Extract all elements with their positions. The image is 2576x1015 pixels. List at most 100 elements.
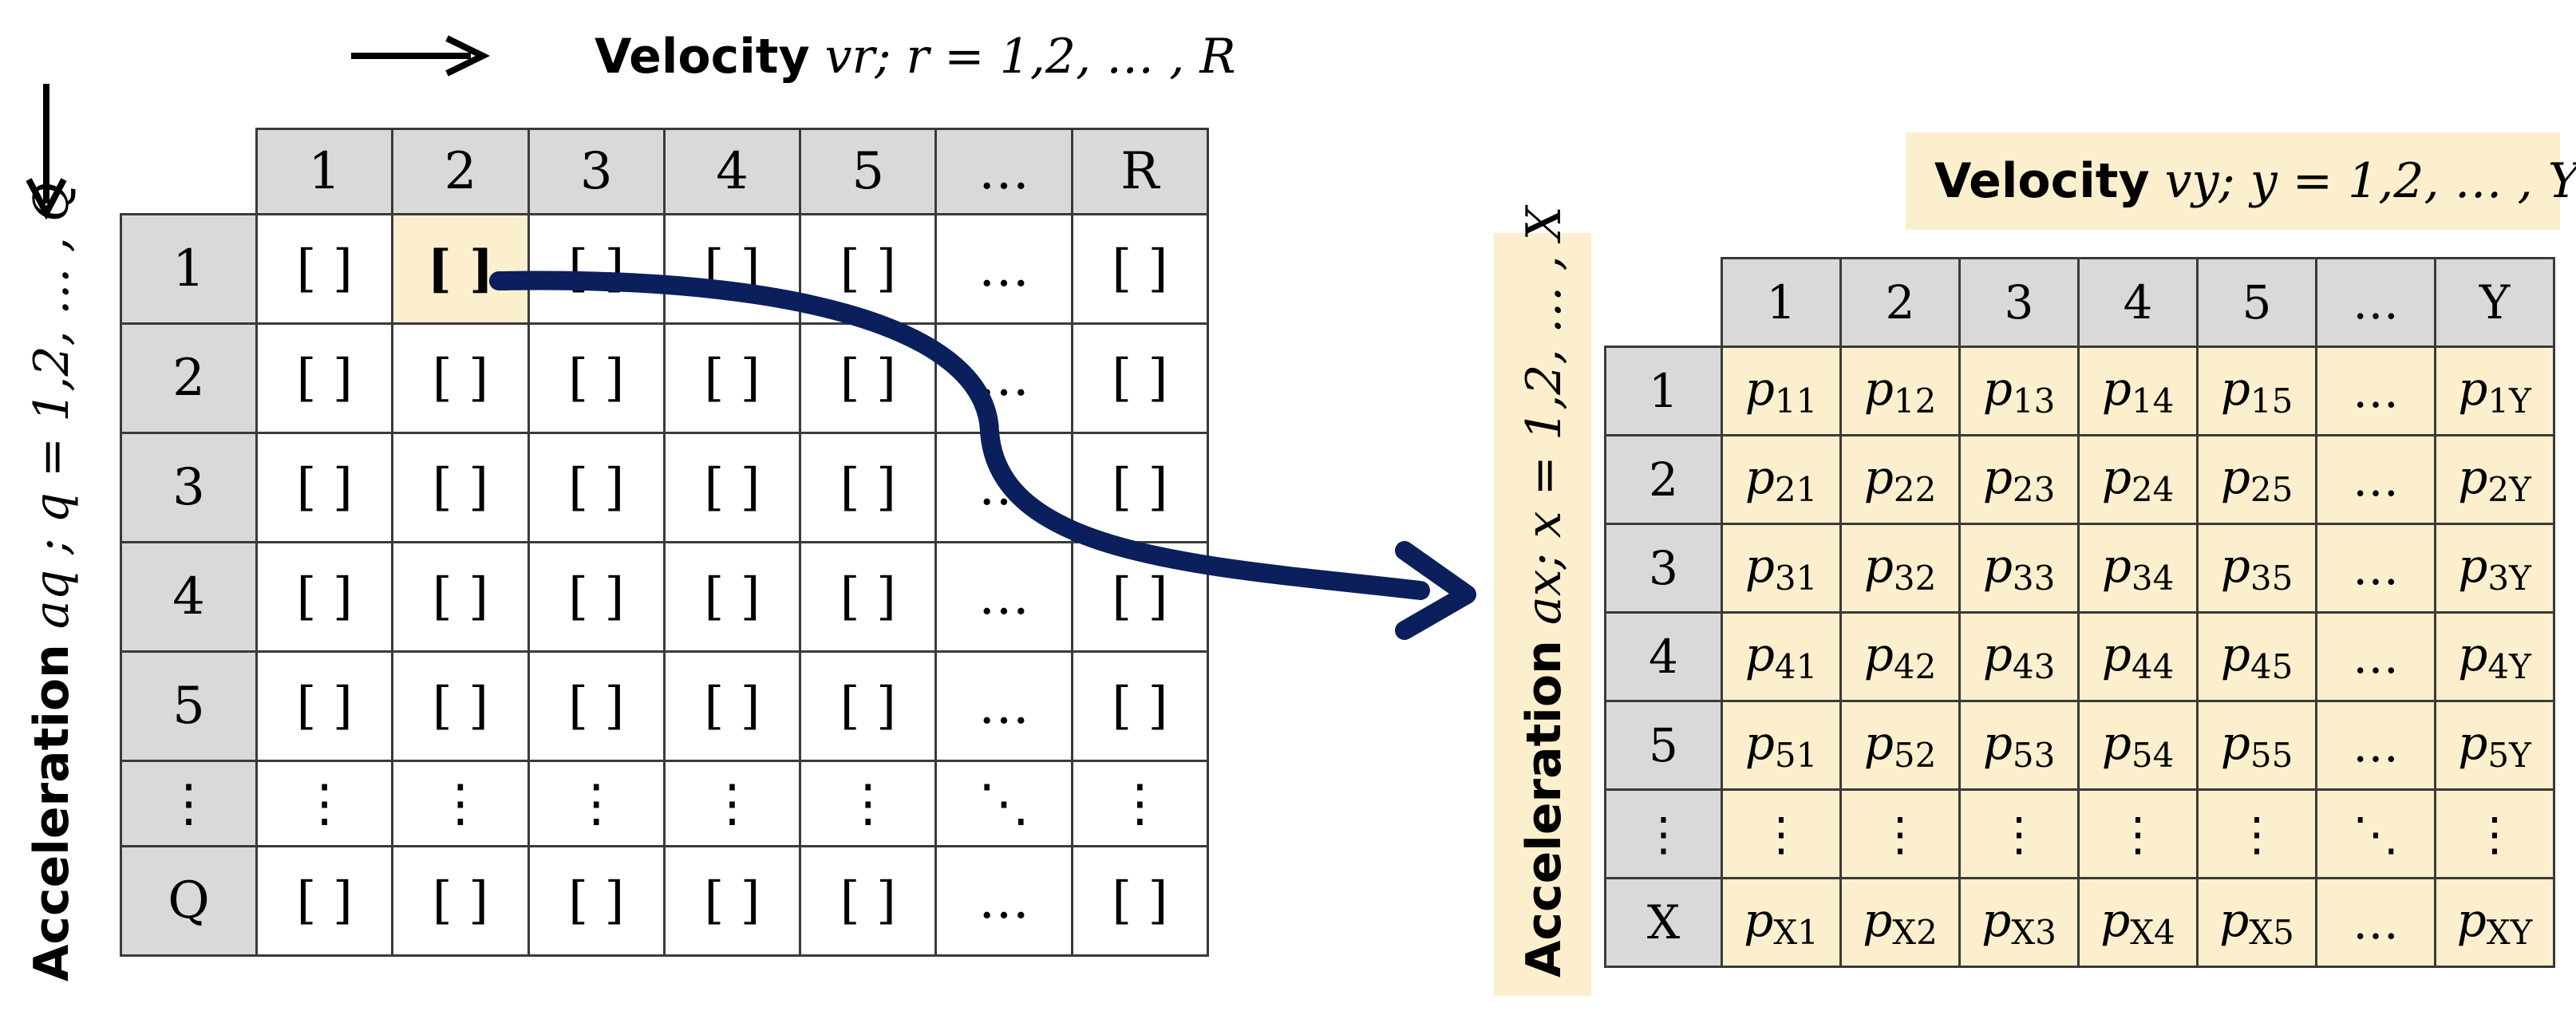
left-cell: [ ] xyxy=(255,541,394,653)
right-cell-ellipsis: … xyxy=(2315,877,2436,968)
probability-cell: p12 xyxy=(1839,346,1961,436)
right-col-header: 3 xyxy=(1958,257,2080,348)
probability-cell: p2Y xyxy=(2434,434,2555,525)
probability-cell: p45 xyxy=(2196,611,2317,702)
probability-cell: p22 xyxy=(1839,434,1961,525)
right-cell-ellipsis: ⋮ xyxy=(2077,788,2199,879)
left-col-header: 1 xyxy=(255,128,394,215)
right-row-header: 4 xyxy=(1604,611,1723,702)
left-cell-ellipsis: … xyxy=(934,845,1073,957)
left-cell-vdots: ⋮ xyxy=(255,760,394,847)
probability-cell: p34 xyxy=(2077,523,2199,614)
left-cell: [ ] xyxy=(799,650,938,762)
left-cell-vdots: ⋮ xyxy=(527,760,666,847)
right-cell-ellipsis: … xyxy=(2315,346,2436,436)
right-cell-ellipsis: … xyxy=(2315,611,2436,702)
probability-cell: p43 xyxy=(1958,611,2080,702)
probability-cell: p24 xyxy=(2077,434,2199,525)
probability-cell: p32 xyxy=(1839,523,1961,614)
left-row: 5 [ ] [ ] [ ] [ ] [ ] … [ ] xyxy=(120,650,1210,762)
left-row: Q [ ] [ ] [ ] [ ] [ ] … [ ] xyxy=(120,845,1210,957)
left-col-header: 3 xyxy=(527,128,666,215)
left-cell-ellipsis: … xyxy=(934,541,1073,653)
down-arrow-icon xyxy=(26,84,67,219)
right-cell-ellipsis: ⋮ xyxy=(1958,788,2080,879)
right-col-header: 5 xyxy=(2196,257,2317,348)
left-cell: [ ] xyxy=(391,432,530,543)
right-arrow-icon xyxy=(351,35,491,77)
left-row-vdots: ⋮ ⋮ ⋮ ⋮ ⋮ ⋮ ⋱ ⋮ xyxy=(120,760,1210,847)
probability-cell: pX5 xyxy=(2196,877,2317,968)
probability-cell: p31 xyxy=(1721,523,1842,614)
probability-cell: p44 xyxy=(2077,611,2199,702)
right-cell-ellipsis: … xyxy=(2315,700,2436,791)
left-row-header: 5 xyxy=(120,650,258,762)
left-col-header: 4 xyxy=(662,128,802,215)
left-velocity-math: vr; r = 1,2, … , R xyxy=(824,29,1236,85)
probability-cell: p54 xyxy=(2077,700,2199,791)
left-velocity-title: Velocity vr; r = 1,2, … , R xyxy=(595,29,1236,85)
left-col-header: 5 xyxy=(799,128,938,215)
left-cell-vdots: ⋮ xyxy=(662,760,802,847)
probability-cell: p25 xyxy=(2196,434,2317,525)
probability-cell: p15 xyxy=(2196,346,2317,436)
left-row-header: 1 xyxy=(120,213,258,325)
right-velocity-math: vy; y = 1,2, … , Y xyxy=(2164,153,2576,209)
right-row-header: 2 xyxy=(1604,434,1723,525)
left-cell: [ ] xyxy=(1070,432,1210,543)
right-row-header: 5 xyxy=(1604,700,1723,791)
left-cell: [ ] xyxy=(662,432,802,543)
right-cell-ellipsis: ⋮ xyxy=(2196,788,2317,879)
left-col-header: … xyxy=(934,128,1073,215)
left-cell: [ ] xyxy=(662,650,802,762)
right-acceleration-box xyxy=(1494,233,1591,996)
left-cell: [ ] xyxy=(799,541,938,653)
probability-cell: p55 xyxy=(2196,700,2317,791)
left-cell-vdots: ⋮ xyxy=(391,760,530,847)
probability-cell: p14 xyxy=(2077,346,2199,436)
right-cell-ellipsis: ⋮ xyxy=(2434,788,2555,879)
left-cell: [ ] xyxy=(255,322,394,434)
left-cell-vdots: ⋮ xyxy=(1070,760,1210,847)
left-cell: [ ] xyxy=(391,322,530,434)
probability-cell: p41 xyxy=(1721,611,1842,702)
left-cell: [ ] xyxy=(1070,213,1210,325)
left-cell-ellipsis: … xyxy=(934,213,1073,325)
right-cell-ellipsis: ⋱ xyxy=(2315,788,2436,879)
left-cell: [ ] xyxy=(391,845,530,957)
left-cell-ellipsis: … xyxy=(934,322,1073,434)
left-row: 3 [ ] [ ] [ ] [ ] [ ] … [ ] xyxy=(120,432,1210,543)
left-cell: [ ] xyxy=(527,845,666,957)
left-row-header: 4 xyxy=(120,541,258,653)
left-cell: [ ] xyxy=(391,650,530,762)
probability-cell: p4Y xyxy=(2434,611,2555,702)
left-cell: [ ] xyxy=(1070,650,1210,762)
left-col-header: 2 xyxy=(391,128,530,215)
probability-cell: p23 xyxy=(1958,434,2080,525)
left-col-header: R xyxy=(1070,128,1210,215)
left-cell: [ ] xyxy=(799,845,938,957)
probability-cell: p21 xyxy=(1721,434,1842,525)
probability-cell: p35 xyxy=(2196,523,2317,614)
left-cell: [ ] xyxy=(255,213,394,325)
probability-cell: pX2 xyxy=(1839,877,1961,968)
left-cell: [ ] xyxy=(255,650,394,762)
left-cell: [ ] xyxy=(527,432,666,543)
left-cell-vdots: ⋮ xyxy=(799,760,938,847)
probability-cell: p1Y xyxy=(2434,346,2555,436)
right-cell-ellipsis: … xyxy=(2315,523,2436,614)
right-row-header: 1 xyxy=(1604,346,1723,436)
left-row: 2 [ ] [ ] [ ] [ ] [ ] … [ ] xyxy=(120,322,1210,434)
probability-cell: p53 xyxy=(1958,700,2080,791)
left-cell: [ ] xyxy=(255,845,394,957)
left-velocity-word: Velocity xyxy=(595,29,810,85)
probability-cell: p5Y xyxy=(2434,700,2555,791)
right-header-row: 1 2 3 4 5 … Y xyxy=(1606,257,2555,348)
probability-cell: p33 xyxy=(1958,523,2080,614)
